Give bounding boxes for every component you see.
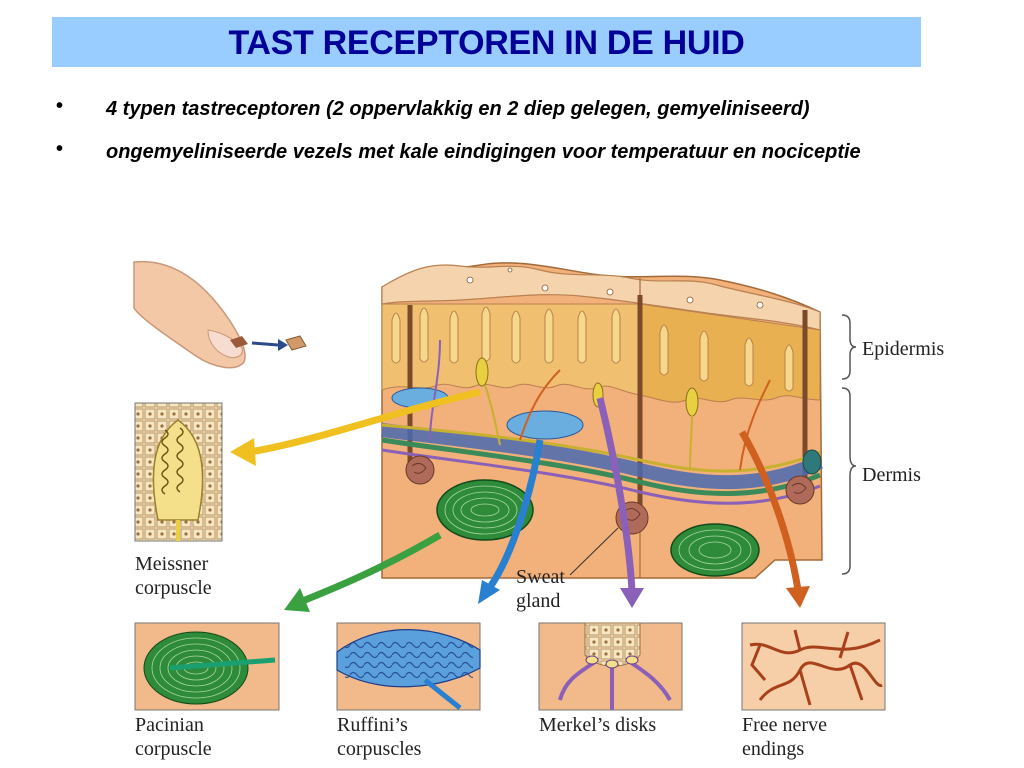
meissner-panel [134, 402, 223, 542]
merkel-panel [538, 622, 683, 711]
bullet-dot: • [56, 138, 64, 160]
label-epidermis: Epidermis [862, 338, 944, 360]
pacinian-panel [134, 622, 280, 711]
free-nerve-panel [741, 622, 886, 711]
finger-illustration [133, 260, 307, 369]
label-pacinian-2: corpuscle [135, 738, 212, 760]
slide-title: TAST RECEPTOREN IN DE HUID [228, 24, 745, 62]
label-free-nerve-1: Free nerve [742, 714, 827, 736]
label-ruffini-1: Ruffini’s [337, 714, 408, 736]
label-meissner-1: Meissner [135, 553, 209, 575]
bullet-text: ongemyeliniseerde vezels met kale eindig… [106, 141, 861, 163]
label-meissner-2: corpuscle [135, 577, 212, 599]
bullet-dot: • [56, 95, 64, 117]
label-dermis: Dermis [862, 464, 921, 486]
label-pacinian-1: Pacinian [135, 714, 204, 736]
label-sweat-gland-2: gland [516, 590, 560, 612]
label-sweat-gland-1: Sweat [516, 566, 565, 588]
label-merkel: Merkel’s disks [539, 714, 656, 736]
bullet-list: • 4 typen tastreceptoren (2 oppervlakkig… [56, 95, 956, 181]
arrows [230, 388, 810, 612]
label-ruffini-2: corpuscles [337, 738, 422, 760]
bullet-text: 4 typen tastreceptoren (2 oppervlakkig e… [106, 98, 810, 120]
bullet-item: • 4 typen tastreceptoren (2 oppervlakkig… [56, 95, 956, 124]
ruffini-panel [336, 622, 481, 711]
label-free-nerve-2: endings [742, 738, 804, 760]
bullet-item: • ongemyeliniseerde vezels met kale eind… [56, 138, 956, 167]
title-bar: TAST RECEPTOREN IN DE HUID [52, 17, 921, 67]
layer-brackets [841, 314, 857, 575]
